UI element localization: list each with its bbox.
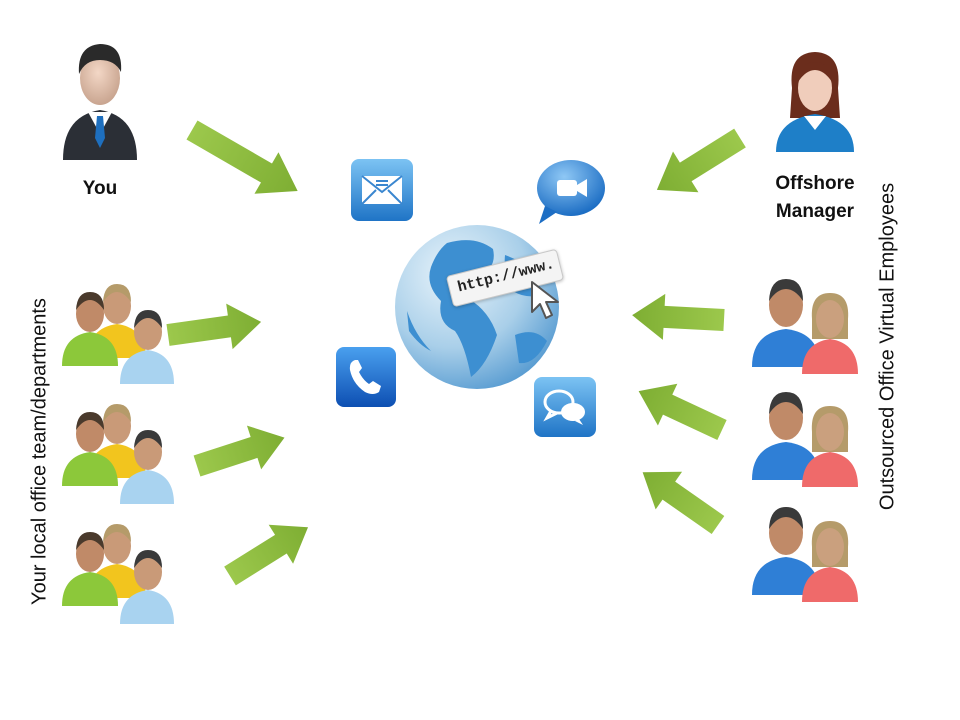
local-team-group-2	[60, 400, 175, 505]
arrow-virtual-employee-3	[642, 471, 725, 535]
virtual-employee-pair-3	[750, 503, 860, 603]
team-person-left	[62, 292, 118, 366]
offshore-manager-label: Offshore Manager	[755, 170, 875, 226]
local-team-group-1	[60, 280, 175, 385]
offshore-manager-avatar	[770, 48, 860, 153]
cursor-icon	[528, 280, 562, 320]
virtual-employee-pair-1	[750, 275, 860, 375]
arrow-virtual-employee-1	[632, 293, 725, 340]
you-avatar	[55, 38, 145, 163]
arrow-local-team-3	[224, 524, 309, 586]
arrow-virtual-employee-2	[638, 383, 727, 440]
virtual-employee-pair-2	[750, 388, 860, 488]
arrow-local-team-1	[166, 303, 262, 350]
you-label: You	[82, 178, 118, 199]
arrow-you-to-hub	[186, 120, 298, 194]
arrow-local-team-2	[193, 425, 285, 477]
offshore-manager-label-line1: Offshore	[775, 173, 855, 194]
email-icon	[350, 158, 414, 222]
phone-icon	[335, 346, 397, 408]
video-chat-icon	[533, 158, 607, 226]
chat-icon	[533, 376, 597, 438]
team-person-right	[120, 310, 174, 384]
local-team-group-3	[60, 520, 175, 625]
offshore-manager-label-line2: Manager	[775, 201, 855, 222]
left-group-label: Your local office team/departments	[28, 298, 51, 605]
right-group-label: Outsourced Office Virtual Employees	[876, 182, 899, 511]
arrow-manager-to-hub	[656, 128, 746, 193]
